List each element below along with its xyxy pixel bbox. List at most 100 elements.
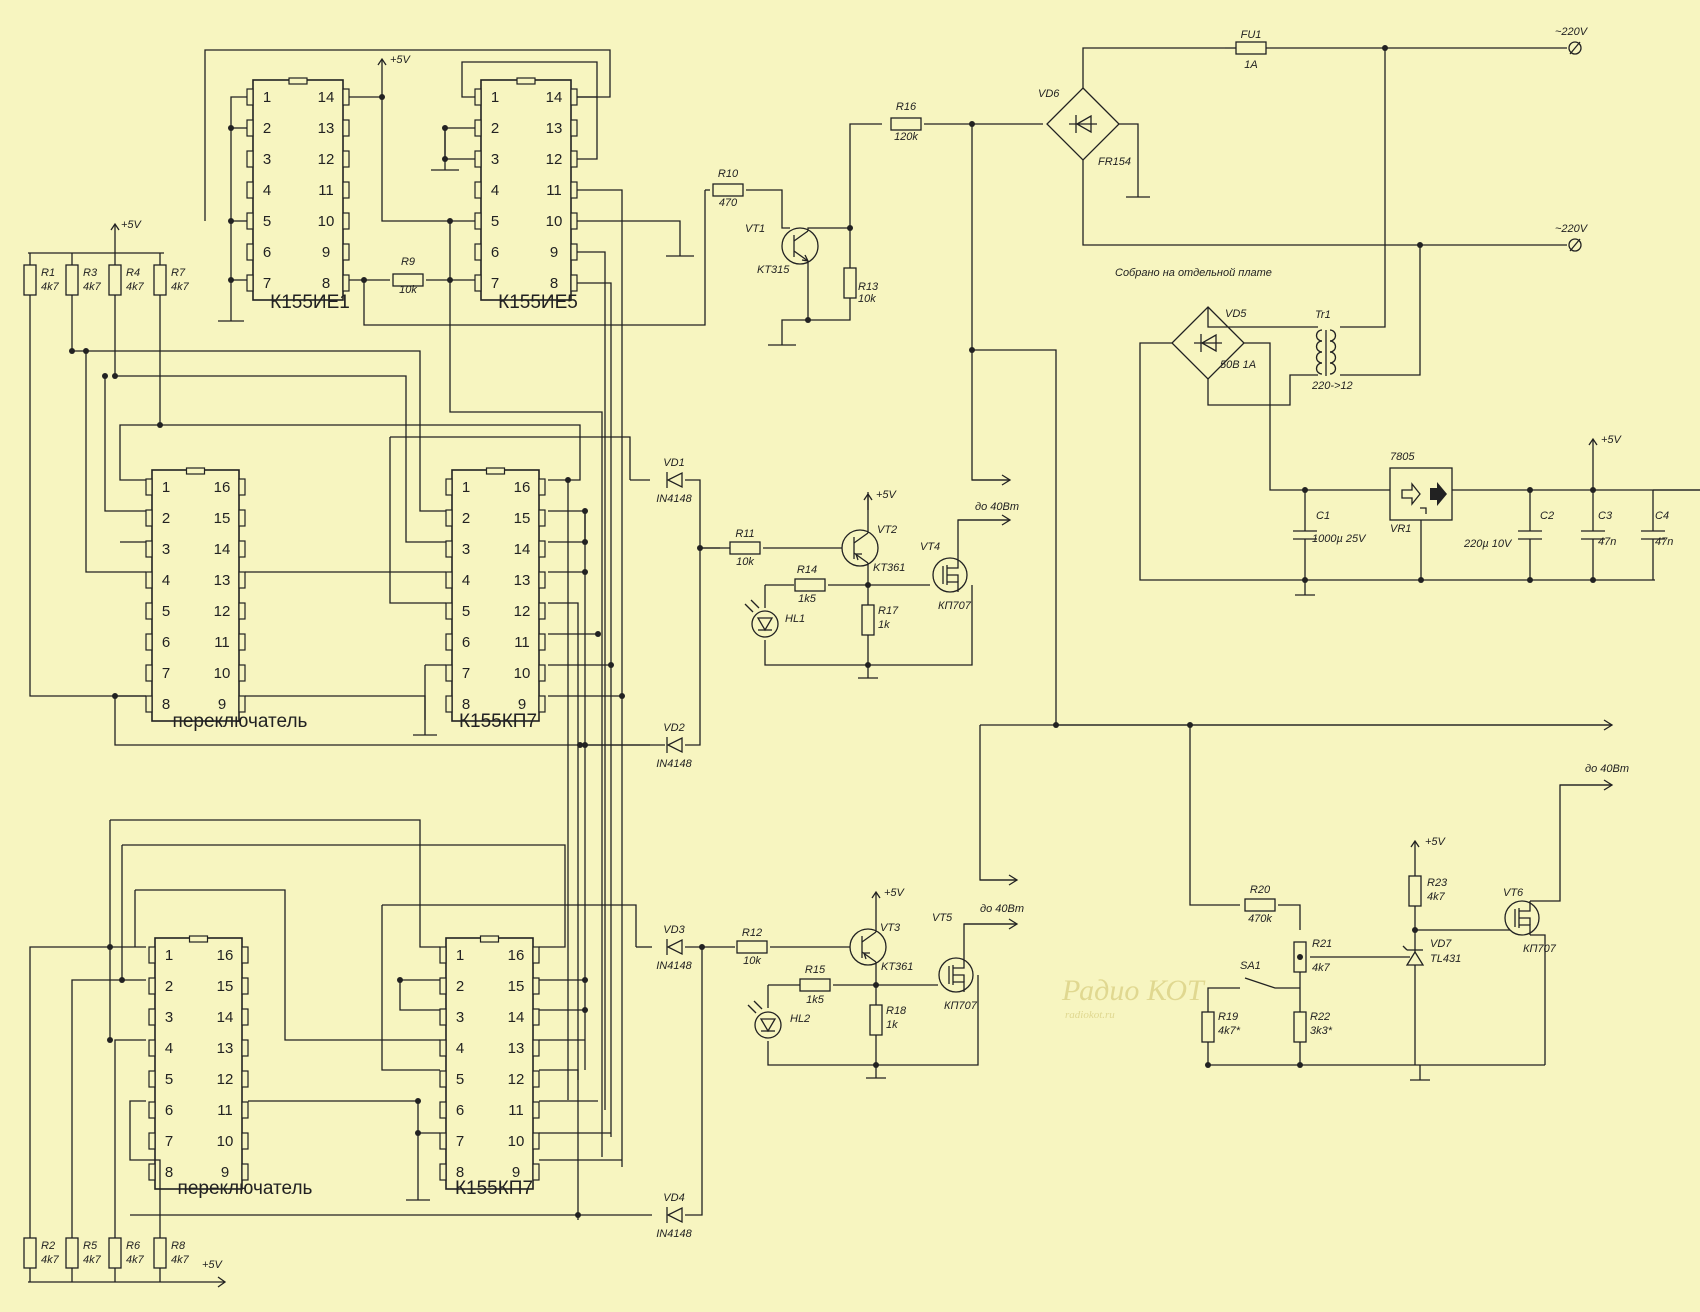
pin-number: 5 bbox=[162, 603, 170, 620]
vcc-arrow-bottom bbox=[217, 1276, 227, 1288]
ic-pin bbox=[439, 1101, 447, 1119]
tr1-primary-coil bbox=[1329, 340, 1337, 353]
ic-pin bbox=[342, 88, 350, 106]
pin-number: 7 bbox=[263, 275, 271, 292]
pin-number: 15 bbox=[214, 510, 231, 527]
junction-dot bbox=[361, 277, 367, 283]
vr1-arrow-out bbox=[1430, 482, 1447, 506]
ic-pin bbox=[439, 1132, 447, 1150]
mosfet-drain bbox=[953, 958, 965, 969]
transistor-collector bbox=[861, 931, 877, 943]
wire bbox=[1402, 945, 1408, 951]
ic-pin bbox=[246, 243, 254, 261]
vt2-ref: VT2 bbox=[877, 524, 897, 536]
watermark-site: radiokot.ru bbox=[1065, 1009, 1115, 1021]
ic-pin bbox=[238, 602, 246, 620]
ic-body bbox=[445, 937, 534, 1190]
vd7-value: TL431 bbox=[1430, 953, 1461, 965]
wire bbox=[71, 979, 146, 1210]
transistor-collector bbox=[853, 532, 869, 544]
vd6-value: FR154 bbox=[1098, 156, 1131, 168]
r13-ref: R13 bbox=[858, 281, 879, 293]
pin-number: 3 bbox=[456, 1009, 464, 1026]
ic-ic2 bbox=[474, 77, 578, 301]
ic5-1-net bbox=[110, 819, 440, 948]
led-ray bbox=[753, 1000, 763, 1010]
junction-dot bbox=[805, 317, 811, 323]
ic4-15-14 bbox=[548, 510, 586, 543]
output-vt5: до 40Вт bbox=[980, 903, 1024, 915]
pin-number: 9 bbox=[322, 244, 330, 261]
main-bus bbox=[971, 124, 1057, 725]
pin-number: 7 bbox=[165, 1133, 173, 1150]
junction-dot bbox=[112, 373, 118, 379]
vt6-source bbox=[1530, 934, 1546, 1065]
pin-number: 5 bbox=[165, 1071, 173, 1088]
vt1-collector bbox=[807, 227, 851, 245]
c1-ref: C1 bbox=[1316, 510, 1330, 522]
junction-dot bbox=[582, 508, 588, 514]
r8-ref: R8 bbox=[171, 1240, 186, 1252]
ic-pin bbox=[474, 212, 482, 230]
hl2-ref: HL2 bbox=[790, 1013, 810, 1025]
pin-number: 3 bbox=[491, 151, 499, 168]
vd4-value: IN4148 bbox=[656, 1228, 692, 1240]
transistor-emitter bbox=[793, 250, 809, 262]
pin-number: 4 bbox=[456, 1040, 464, 1057]
vt1-emitter bbox=[781, 261, 809, 345]
ic-pin bbox=[445, 633, 453, 651]
ic-pin bbox=[532, 946, 540, 964]
r17-resistor bbox=[861, 604, 875, 636]
ic-ic5 bbox=[148, 935, 249, 1190]
c3-ref: C3 bbox=[1598, 510, 1613, 522]
ic-pin bbox=[570, 119, 578, 137]
r1-ref: R1 bbox=[41, 267, 55, 279]
pin-number: 4 bbox=[165, 1040, 173, 1057]
junction-dot bbox=[69, 348, 75, 354]
ic-pin bbox=[238, 478, 246, 496]
junction-dot bbox=[582, 977, 588, 983]
pin-number: 10 bbox=[514, 665, 531, 682]
r3-resistor bbox=[65, 264, 79, 296]
vt6-drain bbox=[1530, 784, 1610, 902]
r13-value: 10k bbox=[858, 293, 876, 305]
pin-number: 11 bbox=[514, 634, 530, 651]
ic-pin bbox=[538, 695, 546, 713]
tr1-secondary-coil bbox=[1315, 340, 1323, 353]
junction-dot bbox=[1205, 1062, 1211, 1068]
pin-number: 13 bbox=[514, 572, 531, 589]
ic-pin bbox=[145, 633, 153, 651]
pin-number: 8 bbox=[456, 1164, 464, 1181]
ic2-loop2 bbox=[577, 97, 598, 160]
junction-dot bbox=[228, 277, 234, 283]
ic-pin bbox=[241, 977, 249, 995]
ic-pin bbox=[445, 664, 453, 682]
ic-pin bbox=[439, 1039, 447, 1057]
fu1-ref: FU1 bbox=[1241, 29, 1262, 41]
arrow-head bbox=[1001, 474, 1012, 486]
mains-bottom bbox=[1082, 160, 1567, 246]
r7-ref: R7 bbox=[171, 267, 186, 279]
r16-resistor bbox=[890, 117, 922, 131]
ic-pin bbox=[538, 478, 546, 496]
r11-value: 10k bbox=[736, 556, 754, 568]
pin-number: 12 bbox=[514, 603, 531, 620]
ic-pin bbox=[445, 540, 453, 558]
ic5-2-net bbox=[122, 844, 566, 948]
junction-dot bbox=[415, 1098, 421, 1104]
watermark-logo: Радио КОТ bbox=[1061, 974, 1206, 1007]
ic2-8-out bbox=[577, 282, 612, 1137]
junction-dot bbox=[107, 1037, 113, 1043]
ic-pin bbox=[246, 150, 254, 168]
ic-pin bbox=[342, 243, 350, 261]
junction-dot bbox=[1297, 954, 1303, 960]
vt4-drain bbox=[957, 519, 1008, 558]
ic-pin bbox=[241, 1132, 249, 1150]
pin-number: 11 bbox=[214, 634, 230, 651]
pin-number: 1 bbox=[462, 479, 470, 496]
ic1-loop bbox=[204, 49, 611, 221]
pin-number: 13 bbox=[318, 120, 335, 137]
mosfet-drain bbox=[1519, 901, 1531, 912]
pin-number: 3 bbox=[162, 541, 170, 558]
pin-number: 7 bbox=[491, 275, 499, 292]
